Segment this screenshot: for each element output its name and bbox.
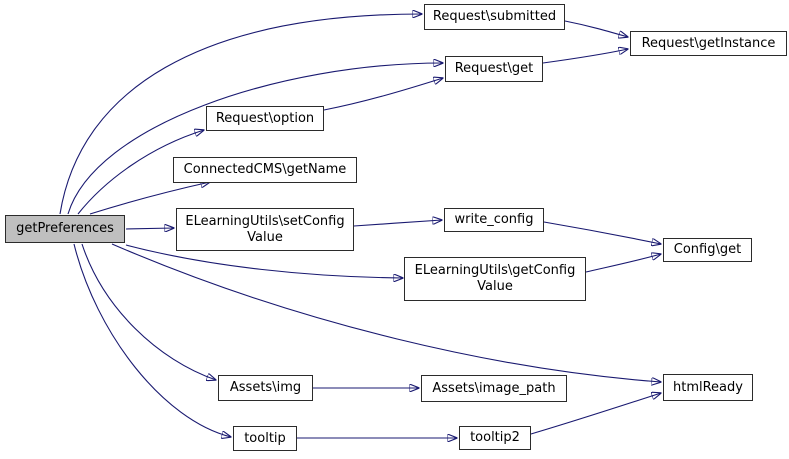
node-connectedcms-getname[interactable]: ConnectedCMS\getName xyxy=(173,157,357,183)
edge-tooltip2-to-htmlready xyxy=(530,393,661,435)
node-config-get[interactable]: Config\get xyxy=(663,238,752,262)
edge-getconfigvalue-to-config-get xyxy=(585,254,661,273)
node-getpreferences[interactable]: getPreferences xyxy=(5,215,125,243)
edge-getpreferences-to-request-submitted xyxy=(59,14,422,215)
node-getconfigvalue[interactable]: ELearningUtils\getConfig Value xyxy=(404,257,586,301)
node-assets-img[interactable]: Assets\img xyxy=(218,375,313,401)
node-request-option[interactable]: Request\option xyxy=(206,106,324,131)
node-request-submitted[interactable]: Request\submitted xyxy=(424,4,565,30)
edge-getpreferences-to-htmlready xyxy=(111,243,661,382)
edge-getpreferences-to-getconfigvalue xyxy=(125,244,403,278)
edge-getpreferences-to-tooltip xyxy=(73,243,231,437)
node-write-config[interactable]: write_config xyxy=(444,208,544,232)
node-request-get[interactable]: Request\get xyxy=(445,56,543,82)
node-request-getinstance[interactable]: Request\getInstance xyxy=(630,31,787,56)
node-setconfigvalue[interactable]: ELearningUtils\setConfig Value xyxy=(176,208,354,251)
edge-getpreferences-to-assets-img xyxy=(81,243,216,380)
edge-getpreferences-to-setconfigvalue xyxy=(125,228,174,229)
edge-write-config-to-config-get xyxy=(543,221,661,244)
edge-request-submitted-to-request-getinstance xyxy=(564,20,628,37)
node-tooltip2[interactable]: tooltip2 xyxy=(459,426,531,450)
edge-request-get-to-request-getinstance xyxy=(542,49,628,64)
node-htmlready[interactable]: htmlReady xyxy=(663,374,753,401)
node-assets-image-path[interactable]: Assets\image_path xyxy=(421,375,567,402)
edge-getpreferences-to-request-get xyxy=(67,63,443,215)
node-tooltip[interactable]: tooltip xyxy=(233,426,297,451)
edge-request-option-to-request-get xyxy=(323,78,443,111)
edge-getpreferences-to-request-option xyxy=(77,130,204,215)
edge-getpreferences-to-connectedcms-getname xyxy=(89,182,210,215)
edge-setconfigvalue-to-write-config xyxy=(353,220,442,227)
